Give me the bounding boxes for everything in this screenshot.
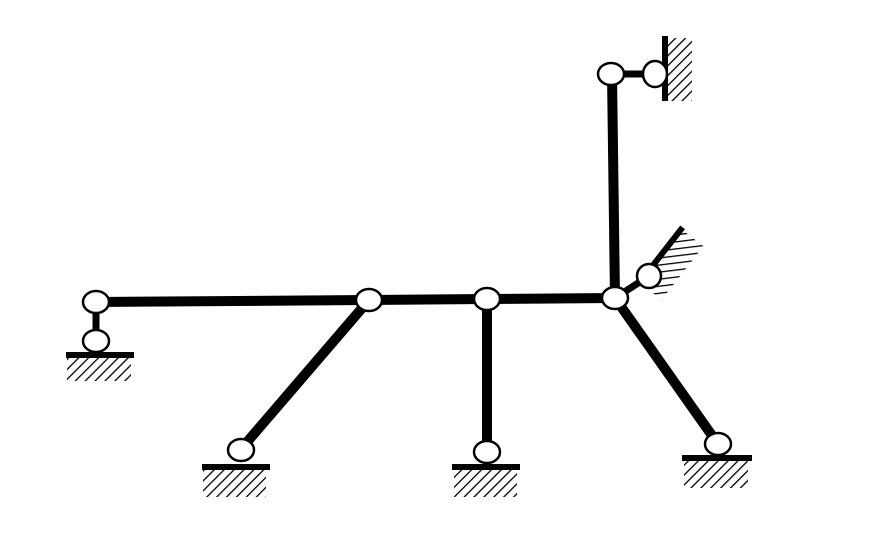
hinge-left-support <box>81 328 111 354</box>
ground-hatch <box>454 470 517 497</box>
hinge-top-wall <box>641 59 669 89</box>
ground-hatch <box>684 461 748 488</box>
hinge-inclined-support <box>635 262 663 290</box>
hinge-bottom-left <box>226 437 256 463</box>
bar-top-middle <box>364 294 492 305</box>
hinge-bottom-middle <box>472 439 502 465</box>
hinge-junction-left <box>354 287 384 313</box>
support-bottom-middle <box>452 464 520 497</box>
bar-diagonal-left <box>236 295 374 454</box>
ground-hatch <box>203 470 266 497</box>
hinge-junction-middle <box>472 286 502 312</box>
support-top-right-wall <box>662 36 692 101</box>
bar-top-right <box>482 293 620 304</box>
hinge-junction-right <box>600 285 630 311</box>
bar-top-left <box>91 295 374 307</box>
bars <box>91 69 723 456</box>
hinge-top <box>596 61 626 87</box>
ground-hatch <box>67 358 131 381</box>
wall-hatch <box>668 38 692 101</box>
joints <box>81 59 733 465</box>
hinge-left <box>81 289 111 315</box>
support-bottom-left <box>202 464 270 497</box>
bar-diagonal-right <box>610 293 723 449</box>
support-left <box>66 352 134 381</box>
bar-vertical-right <box>607 69 620 303</box>
support-bottom-right <box>682 455 752 488</box>
hinge-bottom-right <box>703 431 733 457</box>
